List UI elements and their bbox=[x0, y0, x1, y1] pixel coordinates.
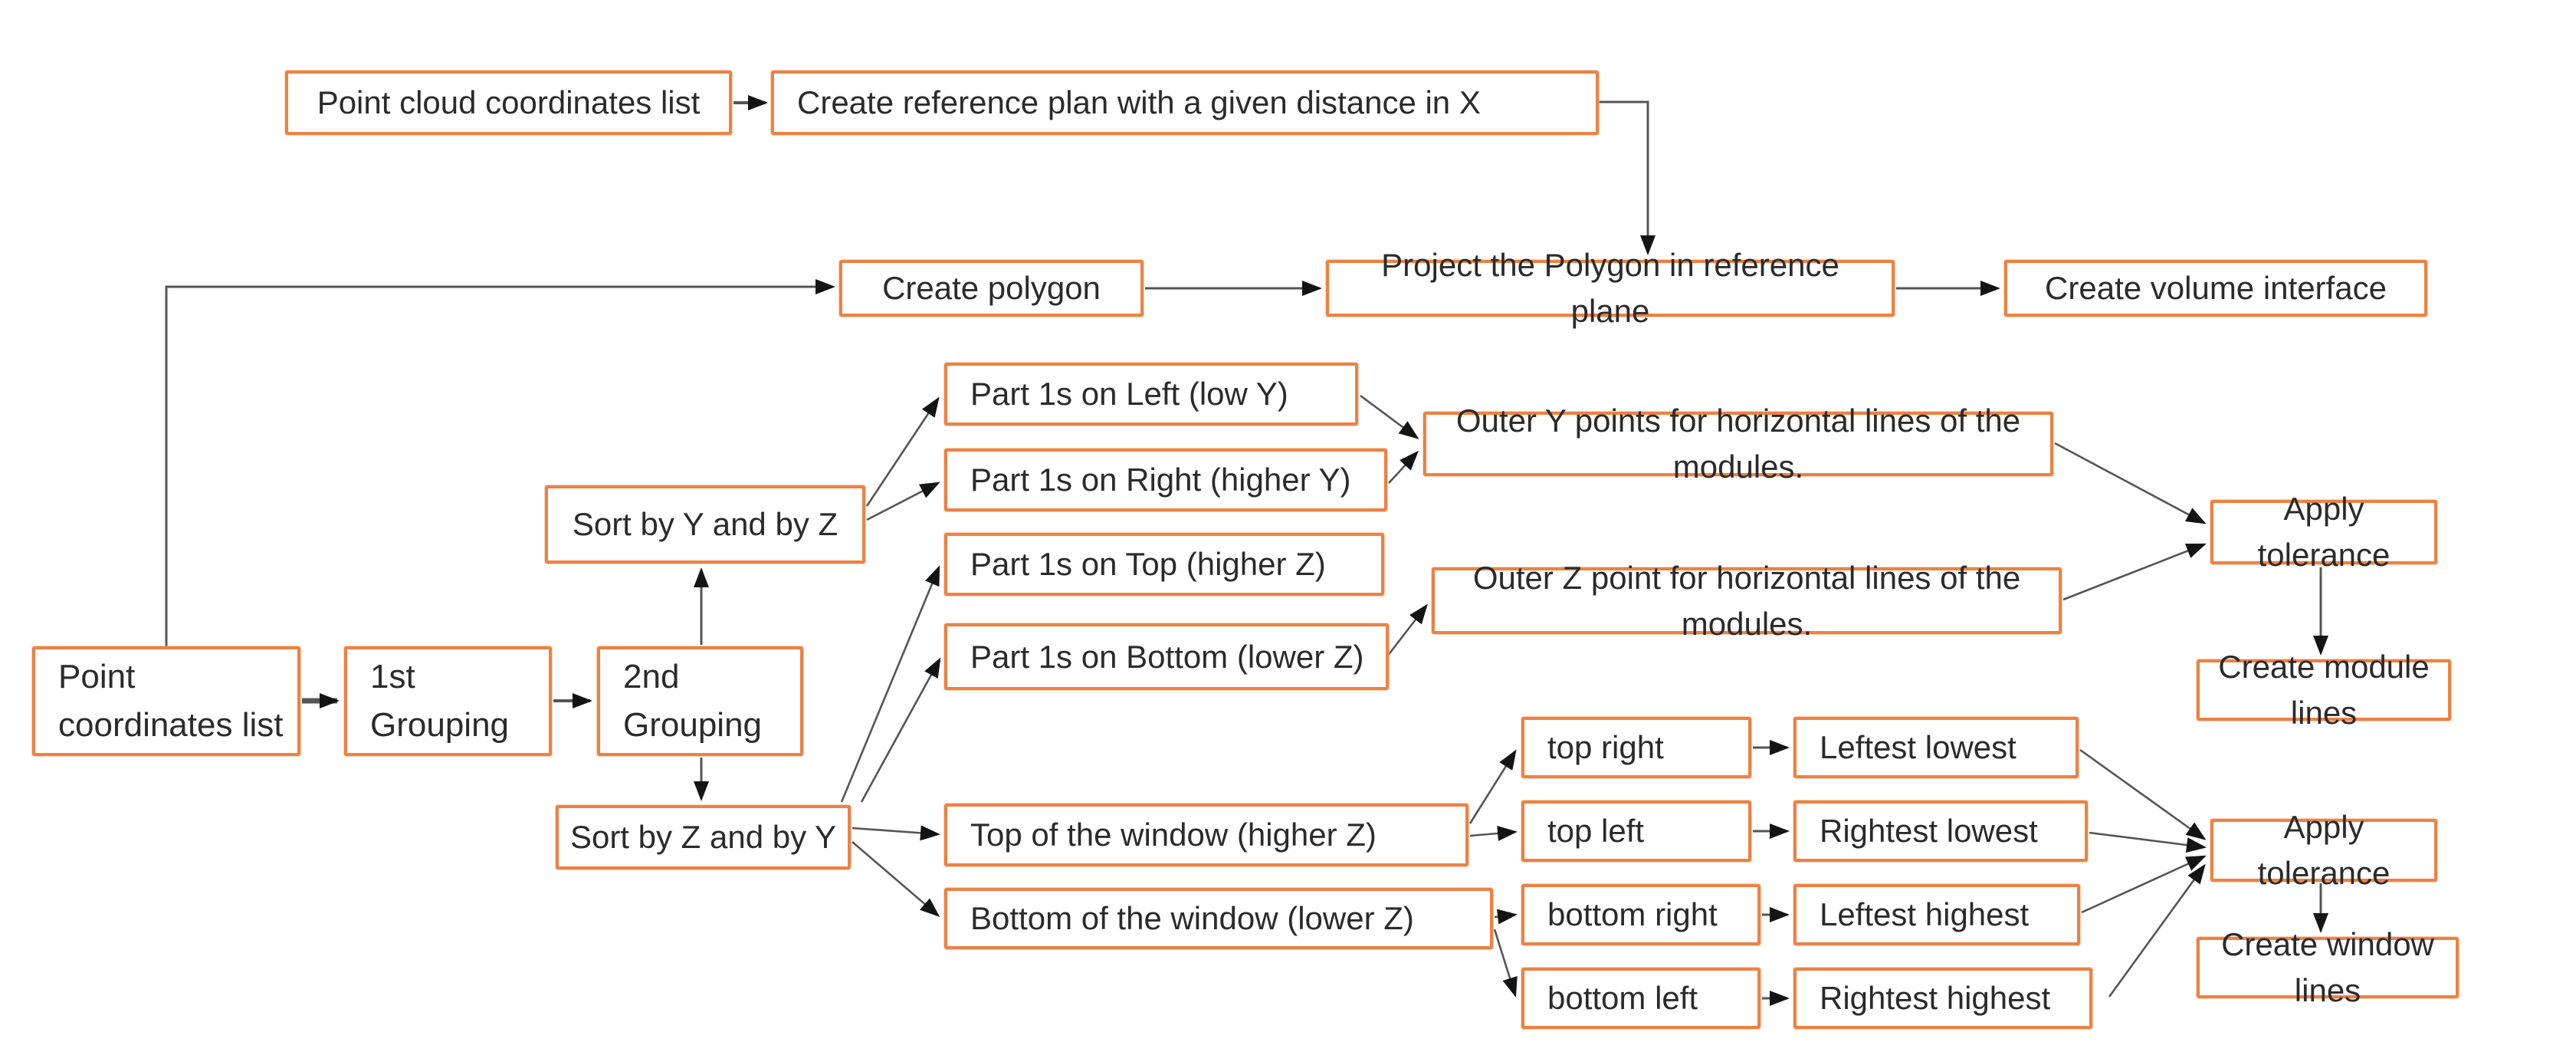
node-create-ref: Create reference plan with a given dista… bbox=[771, 71, 1599, 135]
connector-sort-zy--top-window bbox=[852, 825, 940, 841]
node-label-outer-y: Outer Y points for horizontal lines of t… bbox=[1455, 403, 2021, 485]
node-apply-tol-2: Apply tolerance bbox=[2210, 809, 2437, 891]
node-label-part-top: Part 1s on Top (higher Z) bbox=[970, 546, 1326, 583]
node-rightest-highest: Rightest highest bbox=[1793, 968, 2092, 1029]
node-top-window: Top of the window (higher Z) bbox=[944, 804, 1468, 866]
node-label-apply-tol-1: Apply tolerance bbox=[2257, 491, 2391, 573]
node-sort-yz: Sort by Y and by Z bbox=[545, 485, 865, 564]
connector-top-window--top-right bbox=[1468, 749, 1517, 824]
node-label-outer-z: Outer Z point for horizontal lines of th… bbox=[1472, 559, 2021, 642]
node-label-bottom-window: Bottom of the window (lower Z) bbox=[970, 900, 1414, 937]
node-label-rightest-lowest: Rightest lowest bbox=[1820, 813, 2038, 850]
node-rightest-lowest: Rightest lowest bbox=[1793, 800, 2088, 862]
node-label-leftest-lowest: Leftest lowest bbox=[1820, 729, 2016, 766]
connector-outer-z--apply-tol-1 bbox=[2062, 543, 2207, 601]
node-part-right: Part 1s on Right (higher Y) bbox=[944, 449, 1387, 511]
node-sort-zy: Sort by Z and by Y bbox=[556, 805, 851, 869]
node-label-top-left: top left bbox=[1547, 813, 1645, 850]
connector-part-bottom--outer-z bbox=[1386, 603, 1428, 657]
node-label-leftest-highest: Leftest highest bbox=[1820, 896, 2030, 933]
node-label-create-ref: Create reference plan with a given dista… bbox=[797, 84, 1481, 121]
connector-create-ref--project-poly bbox=[1599, 100, 1656, 255]
node-project-poly: Project the Polygon in reference plane bbox=[1326, 247, 1895, 329]
connector-sort-yz--part-right bbox=[866, 482, 940, 521]
node-label-top-right: top right bbox=[1547, 729, 1664, 766]
node-label-create-poly: Create polygon bbox=[882, 270, 1101, 307]
node-bottom-window: Bottom of the window (lower Z) bbox=[944, 888, 1493, 949]
node-label-create-win: Create window lines bbox=[2221, 926, 2434, 1008]
node-label-bottom-right: bottom right bbox=[1547, 896, 1718, 933]
node-label-grp1: 1st Grouping bbox=[370, 658, 510, 744]
node-bottom-right: bottom right bbox=[1521, 884, 1761, 945]
node-top-right: top right bbox=[1521, 717, 1751, 778]
node-pc-list: Point cloud coordinates list bbox=[285, 71, 732, 135]
node-label-create-vol: Create volume interface bbox=[2045, 270, 2387, 307]
node-label-apply-tol-2: Apply tolerance bbox=[2257, 809, 2391, 891]
connector-sort-zy--part-bottom bbox=[860, 657, 941, 803]
node-label-part-bottom: Part 1s on Bottom (lower Z) bbox=[970, 638, 1364, 675]
node-grp1: 1st Grouping bbox=[344, 646, 552, 756]
node-create-vol: Create volume interface bbox=[2004, 260, 2427, 317]
node-label-part-right: Part 1s on Right (higher Y) bbox=[970, 462, 1351, 498]
connector-bottom-window--bottom-left bbox=[1493, 929, 1518, 998]
node-create-poly: Create polygon bbox=[839, 260, 1144, 317]
connector-rightest-lowest--apply-tol-2 bbox=[2089, 831, 2207, 853]
node-pt-list: Point coordinates list bbox=[32, 646, 300, 756]
node-part-bottom: Part 1s on Bottom (lower Z) bbox=[944, 623, 1389, 690]
connector-sort-yz--part-left bbox=[865, 396, 940, 507]
node-apply-tol-1: Apply tolerance bbox=[2210, 491, 2437, 573]
node-label-part-left: Part 1s on Left (low Y) bbox=[970, 376, 1288, 413]
connector-part-right--outer-y bbox=[1388, 450, 1419, 484]
node-bottom-left: bottom left bbox=[1521, 968, 1761, 1029]
connector-rightest-highest--apply-tol-2 bbox=[2108, 863, 2206, 998]
connector-sort-zy--part-top bbox=[840, 565, 940, 803]
node-outer-z: Outer Z point for horizontal lines of th… bbox=[1432, 560, 2062, 642]
connector-sort-zy--bottom-window bbox=[852, 841, 940, 917]
connector-bottom-window--bottom-right bbox=[1494, 909, 1518, 925]
connector-part-left--outer-y bbox=[1360, 394, 1419, 439]
node-label-create-mod: Create module lines bbox=[2218, 649, 2430, 731]
connector-top-window--top-left bbox=[1469, 825, 1518, 841]
node-label-top-window: Top of the window (higher Z) bbox=[970, 817, 1377, 853]
node-leftest-lowest: Leftest lowest bbox=[1793, 717, 2079, 778]
node-label-rightest-highest: Rightest highest bbox=[1820, 980, 2051, 1017]
node-part-left: Part 1s on Left (low Y) bbox=[944, 363, 1358, 426]
node-label-grp2: 2nd Grouping bbox=[623, 658, 763, 744]
node-outer-y: Outer Y points for horizontal lines of t… bbox=[1423, 403, 2053, 485]
connector-leftest-lowest--apply-tol-2 bbox=[2079, 748, 2207, 840]
node-leftest-highest: Leftest highest bbox=[1793, 884, 2080, 945]
connector-leftest-highest--apply-tol-2 bbox=[2081, 855, 2207, 914]
node-label-sort-yz: Sort by Y and by Z bbox=[572, 506, 838, 543]
node-label-pc-list: Point cloud coordinates list bbox=[317, 84, 701, 121]
node-grp2: 2nd Grouping bbox=[597, 646, 803, 756]
node-label-bottom-left: bottom left bbox=[1547, 980, 1698, 1017]
node-create-win: Create window lines bbox=[2197, 926, 2459, 1008]
node-label-sort-zy: Sort by Z and by Y bbox=[569, 819, 837, 856]
node-part-top: Part 1s on Top (higher Z) bbox=[944, 533, 1384, 596]
connector-pt-list--create-poly bbox=[165, 279, 835, 646]
connector-outer-y--apply-tol-1 bbox=[2054, 442, 2207, 524]
node-create-mod: Create module lines bbox=[2197, 649, 2451, 731]
node-top-left: top left bbox=[1521, 800, 1751, 862]
node-label-pt-list: Point coordinates list bbox=[58, 658, 284, 744]
node-label-project-poly: Project the Polygon in reference plane bbox=[1381, 247, 1839, 329]
